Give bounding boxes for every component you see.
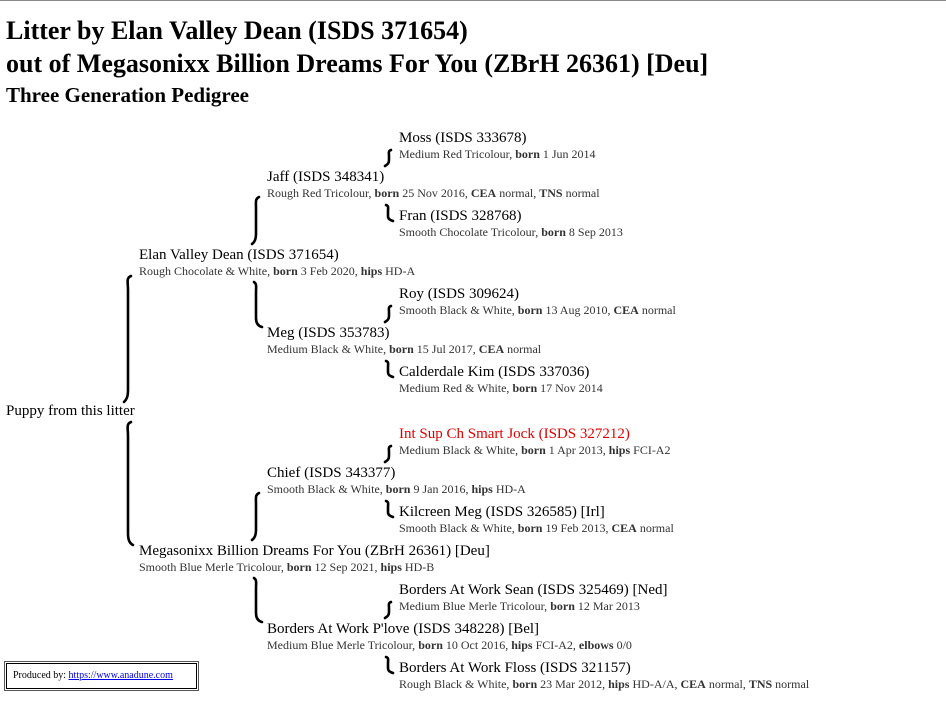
bracket-plove-to-sean xyxy=(383,600,393,620)
produced-by-link[interactable]: https://www.anadune.com xyxy=(68,670,173,681)
ggp-jock-name: Int Sup Ch Smart Jock (ISDS 327212) xyxy=(399,426,630,442)
dam-dam-entry: Borders At Work P'love (ISDS 348228) [Be… xyxy=(267,620,632,653)
ggp-kim-details: Medium Red & White, born 17 Nov 2014 xyxy=(399,381,603,395)
dam-entry: Megasonixx Billion Dreams For You (ZBrH … xyxy=(139,542,490,575)
ggp-kilcreen-name: Kilcreen Meg (ISDS 326585) [Irl] xyxy=(399,504,605,520)
bracket-jaff-to-fran xyxy=(384,203,395,223)
sire-dam-name: Meg (ISDS 353783) xyxy=(267,325,390,341)
ggp-kilcreen-details: Smooth Black & White, born 19 Feb 2013, … xyxy=(399,521,674,535)
dam-dam-details: Medium Blue Merle Tricolour, born 10 Oct… xyxy=(267,638,632,652)
ggp-roy-entry: Roy (ISDS 309624) Smooth Black & White, … xyxy=(399,285,676,318)
puppy-entry: Puppy from this litter xyxy=(6,402,135,420)
ggp-kim-name: Calderdale Kim (ISDS 337036) xyxy=(399,364,590,380)
bracket-puppy-to-dam xyxy=(126,420,135,547)
ggp-sean-details: Medium Blue Merle Tricolour, born 12 Mar… xyxy=(399,599,640,613)
page-subtitle: Three Generation Pedigree xyxy=(6,83,249,107)
dam-dam-name: Borders At Work P'love (ISDS 348228) [Be… xyxy=(267,621,540,637)
dam-sire-details: Smooth Black & White, born 9 Jan 2016, h… xyxy=(267,482,526,496)
dam-details: Smooth Blue Merle Tricolour, born 12 Sep… xyxy=(139,560,435,574)
ggp-fran-entry: Fran (ISDS 328768) Smooth Chocolate Tric… xyxy=(399,207,623,240)
puppy-label: Puppy from this litter xyxy=(6,403,135,419)
bracket-meg-to-roy xyxy=(383,304,393,324)
bracket-chief-to-jock xyxy=(383,444,393,464)
ggp-moss-name: Moss (ISDS 333678) xyxy=(399,130,527,146)
ggp-floss-entry: Borders At Work Floss (ISDS 321157) Roug… xyxy=(399,659,809,692)
ggp-kim-entry: Calderdale Kim (ISDS 337036) Medium Red … xyxy=(399,363,603,396)
bracket-sire-to-meg xyxy=(252,280,264,329)
ggp-kilcreen-entry: Kilcreen Meg (ISDS 326585) [Irl] Smooth … xyxy=(399,503,674,536)
produced-by-label: Produced by: xyxy=(13,670,69,681)
dam-sire-name: Chief (ISDS 343377) xyxy=(267,465,396,481)
sire-dam-details: Medium Black & White, born 15 Jul 2017, … xyxy=(267,342,542,356)
ggp-fran-details: Smooth Chocolate Tricolour, born 8 Sep 2… xyxy=(399,225,623,239)
page-title-line1: Litter by Elan Valley Dean (ISDS 371654) xyxy=(6,16,468,45)
bracket-chief-to-kilcreen xyxy=(384,499,395,519)
ggp-moss-details: Medium Red Tricolour, born 1 Jun 2014 xyxy=(399,147,596,161)
bracket-dam-to-chief xyxy=(250,491,261,542)
dam-name: Megasonixx Billion Dreams For You (ZBrH … xyxy=(139,543,490,559)
sire-sire-details: Rough Red Tricolour, born 25 Nov 2016, C… xyxy=(267,186,600,200)
top-border-line xyxy=(0,0,946,1)
bracket-meg-to-kim xyxy=(384,359,395,379)
ggp-floss-details: Rough Black & White, born 23 Mar 2012, h… xyxy=(399,677,810,691)
bracket-plove-to-floss xyxy=(384,655,395,675)
sire-entry: Elan Valley Dean (ISDS 371654) Rough Cho… xyxy=(139,246,415,279)
page-title-line2: out of Megasonixx Billion Dreams For You… xyxy=(6,49,709,78)
ggp-roy-details: Smooth Black & White, born 13 Aug 2010, … xyxy=(399,303,676,317)
ggp-sean-entry: Borders At Work Sean (ISDS 325469) [Ned]… xyxy=(399,581,667,614)
bracket-puppy-to-sire xyxy=(122,274,133,404)
sire-sire-name: Jaff (ISDS 348341) xyxy=(267,169,385,185)
ggp-roy-name: Roy (ISDS 309624) xyxy=(399,286,520,302)
sire-details: Rough Chocolate & White, born 3 Feb 2020… xyxy=(139,264,416,278)
ggp-sean-name: Borders At Work Sean (ISDS 325469) [Ned] xyxy=(399,582,668,598)
ggp-jock-entry: Int Sup Ch Smart Jock (ISDS 327212) Medi… xyxy=(399,425,670,458)
ggp-jock-details: Medium Black & White, born 1 Apr 2013, h… xyxy=(399,443,671,457)
sire-sire-entry: Jaff (ISDS 348341) Rough Red Tricolour, … xyxy=(267,168,600,201)
sire-dam-entry: Meg (ISDS 353783) Medium Black & White, … xyxy=(267,324,541,357)
dam-sire-entry: Chief (ISDS 343377) Smooth Black & White… xyxy=(267,464,526,497)
bracket-jaff-to-moss xyxy=(383,148,393,168)
bracket-sire-to-jaff xyxy=(250,195,261,246)
sire-name: Elan Valley Dean (ISDS 371654) xyxy=(139,247,339,263)
produced-by-box: Produced by: https://www.anadune.com xyxy=(4,661,199,691)
ggp-floss-name: Borders At Work Floss (ISDS 321157) xyxy=(399,660,631,676)
ggp-moss-entry: Moss (ISDS 333678) Medium Red Tricolour,… xyxy=(399,129,596,162)
ggp-fran-name: Fran (ISDS 328768) xyxy=(399,208,522,224)
bracket-dam-to-plove xyxy=(252,576,264,624)
